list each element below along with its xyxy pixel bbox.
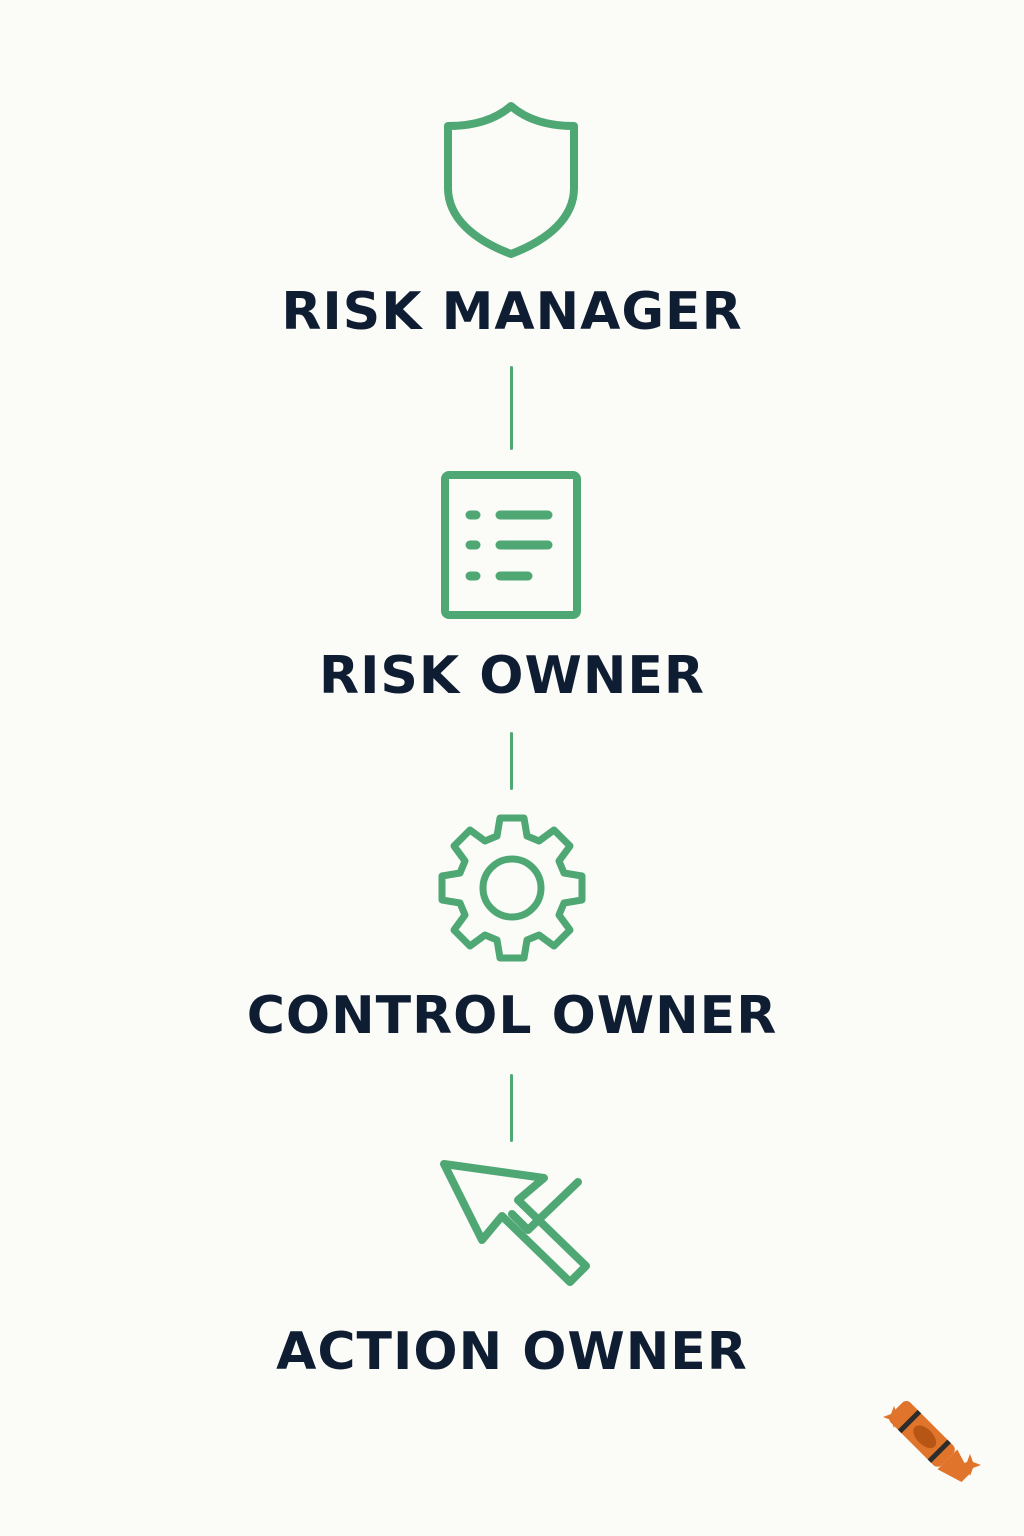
node-label-control-owner: CONTROL OWNER — [246, 986, 778, 1046]
cursor-check-icon — [436, 1158, 594, 1304]
connector-line — [510, 732, 513, 790]
connector-line — [510, 1074, 513, 1142]
connector-line — [510, 366, 513, 450]
node-label-risk-owner: RISK OWNER — [319, 646, 705, 706]
shield-icon — [440, 100, 582, 260]
gear-icon — [436, 812, 588, 964]
node-label-risk-manager: RISK MANAGER — [281, 282, 743, 342]
crayon-logo-icon — [866, 1378, 992, 1504]
checklist-icon — [440, 470, 582, 620]
node-label-action-owner: ACTION OWNER — [276, 1322, 748, 1382]
